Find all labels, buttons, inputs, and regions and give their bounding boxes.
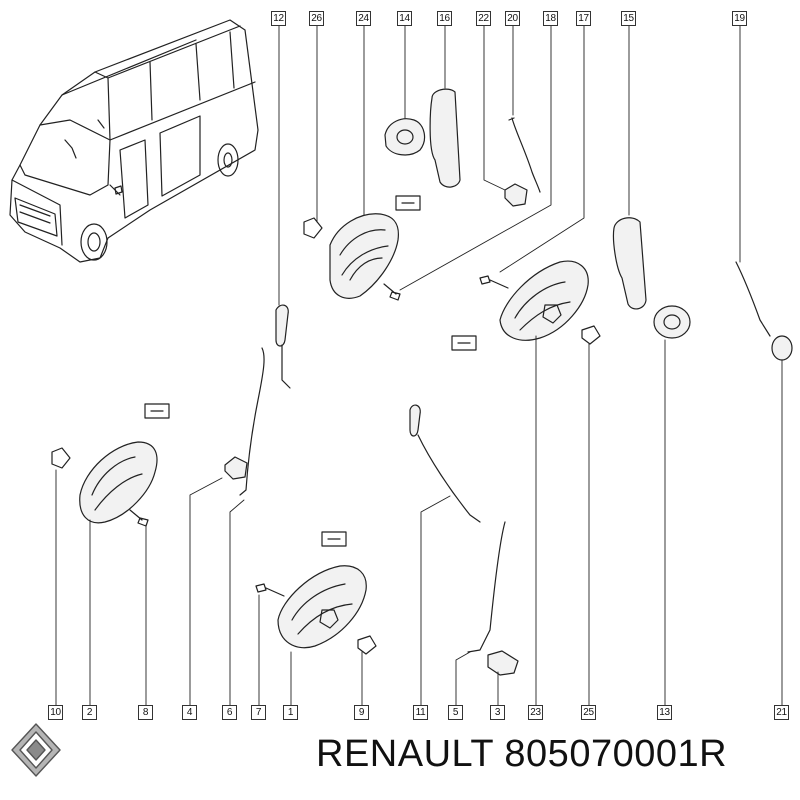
leader-lines <box>55 24 783 706</box>
callout-top-4: 14 <box>397 11 412 26</box>
callout-top-8: 18 <box>543 11 558 26</box>
rod-linkages-left <box>224 304 291 496</box>
van-illustration <box>9 19 259 263</box>
callout-top-9: 17 <box>576 11 591 26</box>
renault-diamond-logo <box>11 723 61 777</box>
callout-top-11: 19 <box>732 11 747 26</box>
callout-top-10: 15 <box>621 11 636 26</box>
callout-top-6: 22 <box>476 11 491 26</box>
callout-bottom-1: 10 <box>48 705 63 720</box>
right-handle-assembly <box>612 217 793 361</box>
brand-part-number: RENAULT 805070001R <box>316 733 728 775</box>
callout-bottom-2: 2 <box>82 705 97 720</box>
callout-top-5: 16 <box>437 11 452 26</box>
callout-bottom-13: 25 <box>581 705 596 720</box>
callout-bottom-15: 21 <box>774 705 789 720</box>
rod-linkages-right <box>409 404 519 676</box>
callout-top-3: 24 <box>356 11 371 26</box>
inner-handle-right-middle <box>451 260 601 351</box>
callout-bottom-12: 23 <box>528 705 543 720</box>
callout-bottom-9: 11 <box>413 705 428 720</box>
top-center-parts <box>384 88 541 207</box>
inner-handle-left-upper <box>303 195 421 301</box>
callout-bottom-11: 3 <box>490 705 505 720</box>
callout-bottom-6: 7 <box>251 705 266 720</box>
callout-top-1: 12 <box>271 11 286 26</box>
callout-bottom-7: 1 <box>283 705 298 720</box>
callout-bottom-5: 6 <box>222 705 237 720</box>
callout-bottom-8: 9 <box>354 705 369 720</box>
callout-bottom-14: 13 <box>657 705 672 720</box>
inner-handle-center-lower <box>255 531 377 655</box>
inner-handle-left-lower <box>51 403 170 527</box>
callout-bottom-3: 8 <box>138 705 153 720</box>
callout-top-2: 26 <box>309 11 324 26</box>
callout-bottom-10: 5 <box>448 705 463 720</box>
callout-top-7: 20 <box>505 11 520 26</box>
callout-bottom-4: 4 <box>182 705 197 720</box>
